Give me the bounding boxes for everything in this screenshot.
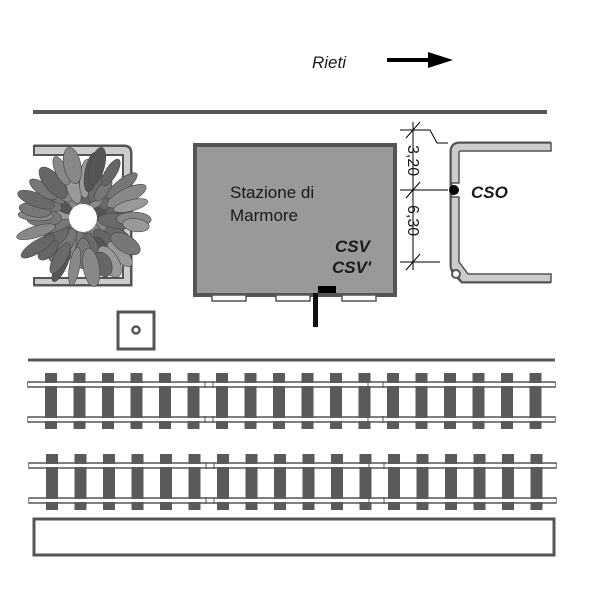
sleeper <box>473 454 486 510</box>
lamp-post-box <box>116 310 156 351</box>
sleeper <box>74 454 87 510</box>
leaf <box>101 158 121 187</box>
sleeper <box>273 373 285 429</box>
rail-highlight <box>28 383 555 386</box>
bin-marker-cso <box>449 185 459 195</box>
sleeper <box>131 454 144 510</box>
sleeper <box>501 373 513 429</box>
sleeper <box>46 454 58 510</box>
sleeper <box>216 373 228 429</box>
rail-highlight <box>29 499 556 502</box>
leaf <box>110 232 141 256</box>
sleeper <box>245 454 258 510</box>
leaf <box>49 242 71 274</box>
dimension-upper: 3,20 <box>404 145 421 176</box>
sleeper <box>388 454 400 510</box>
right-arrow-icon <box>387 52 453 68</box>
railway-track-1 <box>27 373 556 429</box>
leaf <box>16 223 57 241</box>
leaf <box>82 247 101 287</box>
station-code-csv: CSV <box>335 237 372 256</box>
leaf <box>122 218 150 233</box>
sleeper <box>530 454 543 510</box>
railway-track-2 <box>28 454 557 510</box>
tree-center <box>69 204 97 232</box>
direction-label: Rieti <box>312 53 347 72</box>
sleeper <box>102 373 114 429</box>
leaf <box>87 147 107 186</box>
sleeper <box>160 454 172 510</box>
sleeper <box>529 373 542 429</box>
bin-enclosure-right <box>449 141 552 284</box>
station-code-csv-prime: CSV' <box>332 258 372 277</box>
sleeper <box>472 373 485 429</box>
tree-icon <box>16 147 152 287</box>
sleeper <box>103 454 115 510</box>
station-name-line1: Stazione di <box>230 183 314 202</box>
sleeper <box>73 373 86 429</box>
sleeper <box>444 373 456 429</box>
sleeper <box>274 454 286 510</box>
leaf <box>113 198 148 213</box>
platform-bottom <box>32 517 556 557</box>
sleeper <box>187 373 200 429</box>
sleeper <box>302 454 315 510</box>
bin-code-cso: CSO <box>471 183 508 202</box>
bin-marker-csv <box>313 286 336 327</box>
station-name-line2: Marmore <box>230 206 298 225</box>
sleeper <box>331 454 343 510</box>
sleeper <box>45 373 57 429</box>
leaf <box>63 147 82 184</box>
rail-highlight <box>29 464 556 467</box>
sleeper <box>415 373 428 429</box>
leaf <box>68 246 81 286</box>
sleeper <box>301 373 314 429</box>
sleeper <box>244 373 257 429</box>
sleeper <box>387 373 399 429</box>
rail-highlight <box>28 418 555 421</box>
sleeper <box>330 373 342 429</box>
station-building <box>193 143 397 302</box>
dimension-line <box>400 121 448 271</box>
sleeper <box>416 454 429 510</box>
sleeper <box>445 454 457 510</box>
sleeper <box>130 373 143 429</box>
dimension-lower: 6,30 <box>404 205 421 236</box>
sleeper <box>159 373 171 429</box>
sleeper <box>502 454 514 510</box>
leaf <box>20 234 55 259</box>
sleeper <box>217 454 229 510</box>
sleeper <box>188 454 201 510</box>
